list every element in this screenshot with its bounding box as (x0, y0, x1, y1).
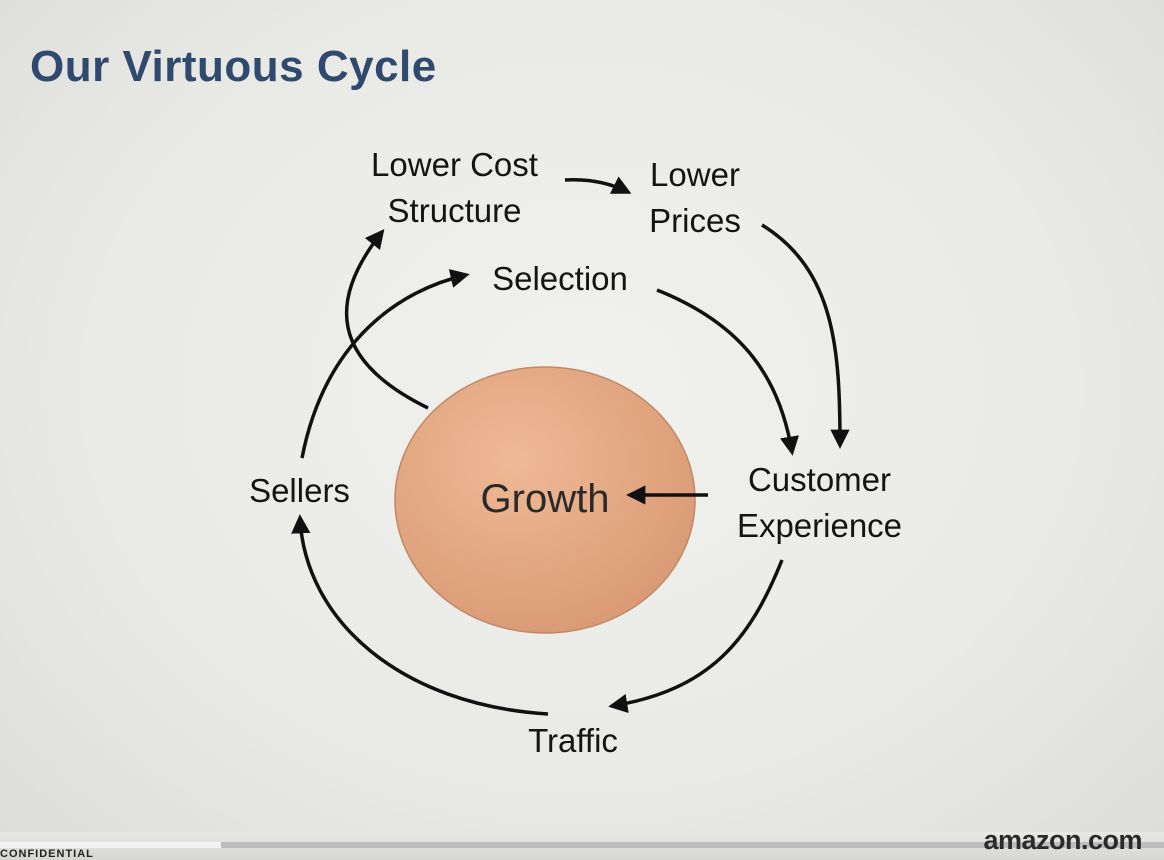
arrow-lower-prices-to-customer-experience (761, 223, 850, 449)
customer-experience-line1: Customer (747, 461, 892, 498)
node-traffic: Traffic (528, 722, 618, 759)
lower-prices-line1: Lower (650, 156, 740, 193)
node-selection: Selection (492, 260, 628, 297)
node-sellers: Sellers (249, 472, 350, 509)
arrow-customer-experience-to-traffic (608, 559, 784, 714)
node-customer-experience: Customer Experience (712, 457, 927, 549)
customer-experience-line2: Experience (736, 507, 903, 544)
confidential-label: CONFIDENTIAL (0, 848, 94, 860)
video-progress-fill (0, 842, 222, 848)
node-lower-prices: Lower Prices (635, 152, 755, 244)
lower-prices-line2: Prices (649, 202, 741, 239)
amazon-logo: amazon.com (983, 825, 1142, 855)
arrow-lower-cost-to-lower-prices (564, 176, 632, 194)
arrow-traffic-to-sellers (291, 514, 549, 716)
node-growth: Growth (480, 477, 610, 521)
arrow-growth-to-lower-cost (344, 228, 429, 410)
slide-title: Our Virtuous Cycle (30, 42, 437, 91)
node-lower-cost-structure: Lower Cost Structure (352, 142, 557, 234)
lower-cost-line1: Lower Cost (371, 146, 538, 183)
growth-circle (394, 366, 696, 634)
arrow-sellers-to-selection (300, 269, 470, 459)
lower-cost-line2: Structure (387, 192, 522, 229)
video-progress-bar[interactable] (0, 842, 1164, 848)
arrow-selection-to-customer-experience (656, 288, 799, 456)
